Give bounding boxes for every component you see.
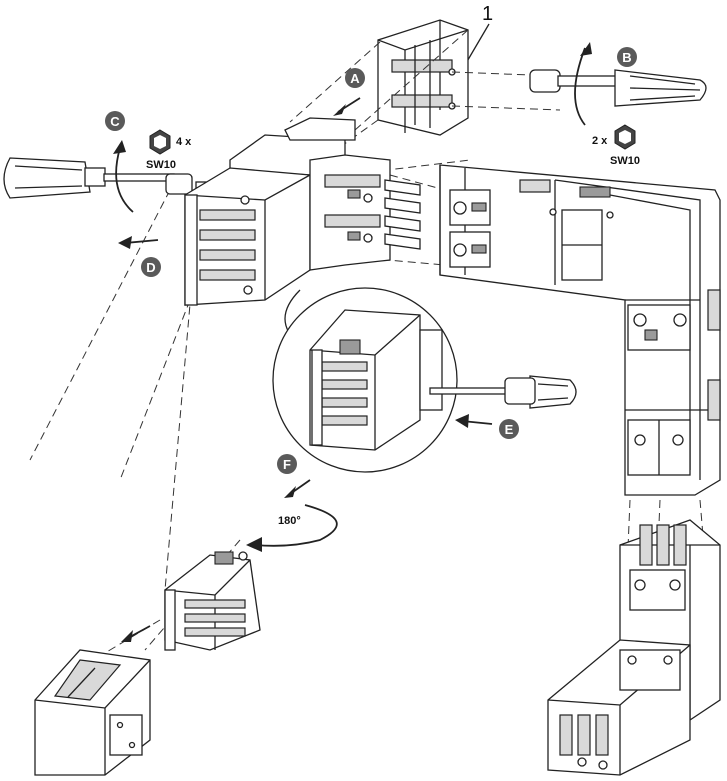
step-d-label: D [146, 260, 155, 275]
busway-section-right [547, 519, 721, 776]
left-tool-size: SW10 [146, 159, 176, 171]
step-a-label: A [350, 71, 360, 86]
step-c-rotation-arrow [115, 147, 134, 213]
right-tool-size: SW10 [610, 155, 640, 167]
step-d-marker: D [118, 236, 161, 277]
right-tool-spec: 2 x SW10 [592, 124, 640, 167]
left-tool-count: 4 x [176, 136, 192, 148]
elbow-busbar-section [439, 164, 721, 496]
right-tool-count: 2 x [592, 135, 608, 147]
rotation-label: 180° [278, 515, 301, 527]
step-f-label: F [283, 457, 291, 472]
top-cover-bracket [377, 19, 469, 136]
detail-magnifier [272, 287, 577, 473]
step-f-marker: F [277, 454, 311, 498]
step-b-rotation-arrow [574, 47, 586, 126]
rotation-arrow [254, 504, 338, 547]
rotated-joint-module [164, 551, 261, 651]
step-e-marker: E [455, 414, 519, 439]
step-c-label: C [110, 114, 120, 129]
step-e-label: E [505, 422, 514, 437]
step-lower-arrow [121, 625, 151, 642]
rotation-indicator: 180° [246, 504, 338, 552]
callout-number: 1 [482, 3, 493, 25]
right-screwdriver [529, 69, 707, 107]
step-b-label: B [622, 50, 631, 65]
left-tool-spec: 4 x SW10 [146, 129, 192, 171]
busway-housing-left [34, 649, 151, 776]
step-b-marker: B [574, 42, 637, 126]
joint-block [184, 117, 421, 306]
step-a-marker: A [333, 68, 365, 116]
left-screwdriver [3, 157, 207, 199]
step-c-marker: C [105, 111, 134, 213]
